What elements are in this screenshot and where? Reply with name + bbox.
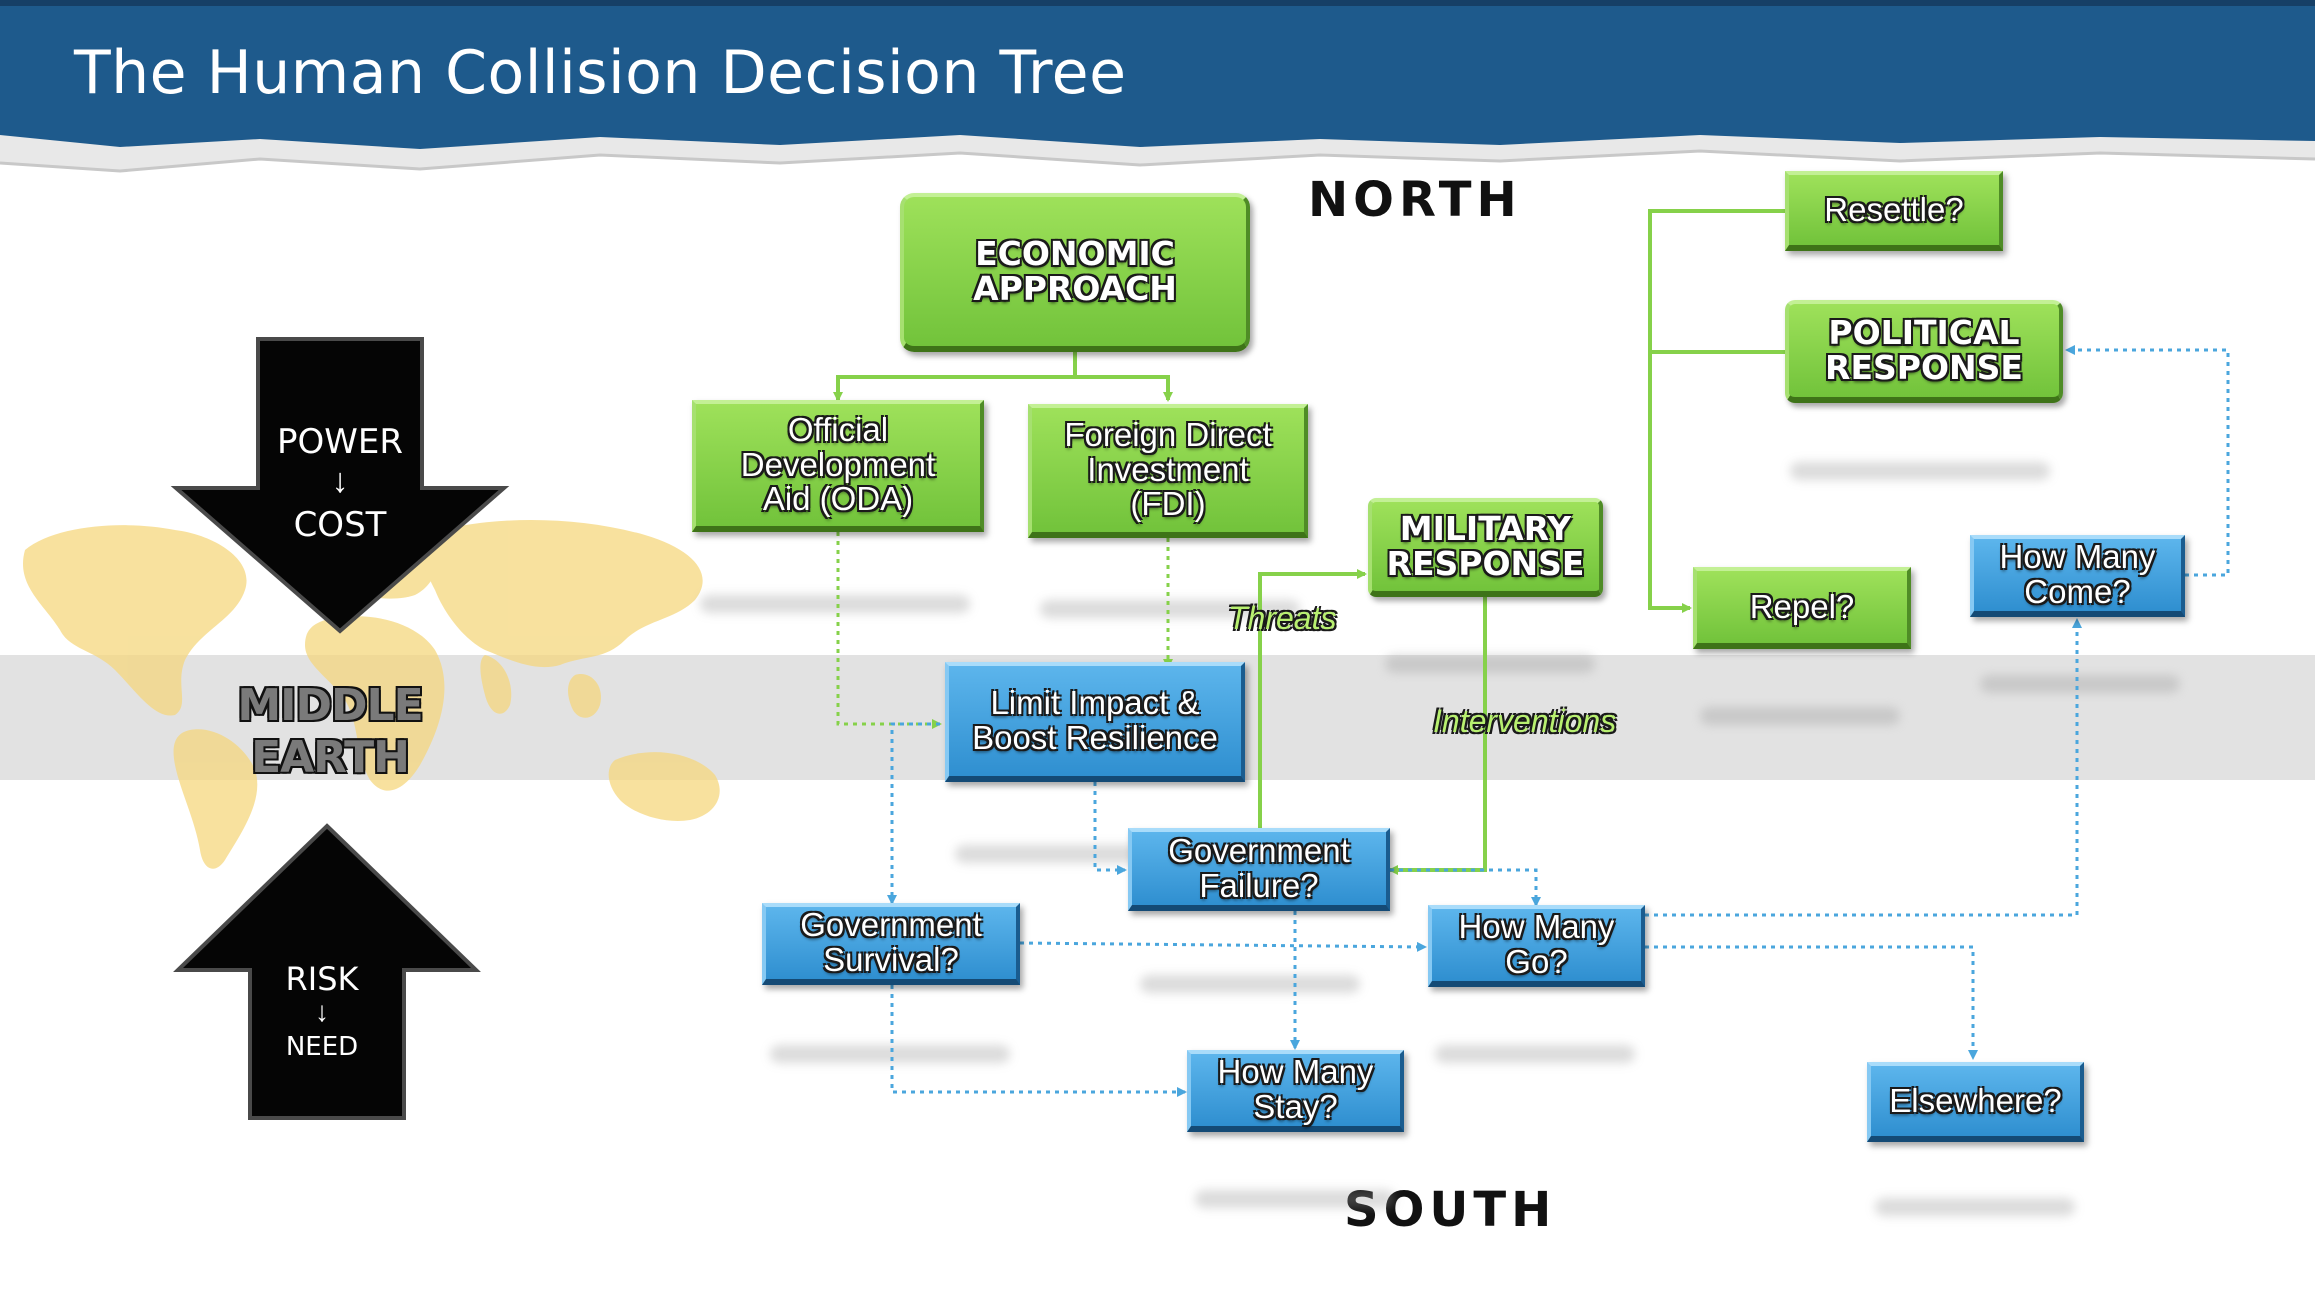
edge-interventions bbox=[1388, 597, 1487, 875]
edge-economic-fdi bbox=[1075, 375, 1173, 402]
blurred-reflection bbox=[1195, 1190, 1395, 1208]
limit-impact-node[interactable]: Limit Impact & Boost Resilience bbox=[945, 662, 1245, 782]
power-cost-down-arrow bbox=[170, 337, 510, 634]
edge-limit-survival bbox=[887, 722, 940, 905]
government-failure-node[interactable]: Government Failure? bbox=[1128, 828, 1390, 911]
military-response-node[interactable]: MILITARY RESPONSE bbox=[1368, 498, 1603, 597]
edge-economic-oda bbox=[833, 352, 1077, 402]
political-response-node[interactable]: POLITICAL RESPONSE bbox=[1785, 300, 2063, 403]
economic-approach-node[interactable]: ECONOMIC APPROACH bbox=[900, 193, 1250, 352]
world-map-silhouette bbox=[23, 520, 720, 869]
blurred-reflection bbox=[1980, 675, 2180, 693]
how-many-stay-node[interactable]: How Many Stay? bbox=[1187, 1050, 1404, 1132]
power-label: POWER bbox=[277, 422, 403, 462]
risk-need-up-arrow bbox=[173, 823, 481, 1120]
small-down-arrow-icon: ↓ bbox=[315, 996, 329, 1027]
edge-oda-limit bbox=[836, 532, 942, 729]
edge-survival-stay bbox=[890, 985, 1187, 1097]
blurred-reflection bbox=[770, 1045, 1010, 1063]
edge-threats bbox=[1258, 569, 1367, 832]
edge-go-elsewhere bbox=[1645, 945, 1978, 1060]
down-arrow-icon: ↓ bbox=[331, 462, 349, 500]
blurred-reflection bbox=[1140, 975, 1360, 993]
blurred-reflection bbox=[1040, 600, 1300, 618]
slide-title: The Human Collision Decision Tree bbox=[74, 38, 1127, 108]
middle-earth-label: MIDDLE EARTH bbox=[237, 680, 423, 783]
blurred-reflection bbox=[955, 845, 1145, 863]
edge-political-resettle bbox=[1648, 209, 1785, 354]
fdi-node[interactable]: Foreign Direct Investment (FDI) bbox=[1028, 404, 1308, 538]
edge-limit-failure bbox=[1093, 782, 1127, 875]
threats-label: Threats bbox=[1228, 600, 1337, 636]
south-label: SOUTH bbox=[1344, 1182, 1557, 1238]
blurred-reflection bbox=[1790, 462, 2050, 480]
north-label: NORTH bbox=[1308, 172, 1522, 228]
resettle-node[interactable]: Resettle? bbox=[1785, 171, 2003, 251]
need-label: NEED bbox=[285, 1032, 359, 1062]
edge-political-repel bbox=[1648, 352, 1692, 613]
blurred-reflection bbox=[1435, 1045, 1635, 1063]
edge-failure-go bbox=[1390, 868, 1541, 907]
torn-paper-edge bbox=[0, 125, 2315, 173]
blurred-reflection bbox=[1875, 1198, 2075, 1216]
how-many-come-node[interactable]: How Many Come? bbox=[1970, 535, 2185, 617]
edge-survival-go bbox=[1019, 941, 1427, 952]
repel-node[interactable]: Repel? bbox=[1693, 567, 1911, 649]
edge-come-political bbox=[2065, 345, 2230, 577]
title-bar-stripe bbox=[0, 0, 2315, 6]
how-many-go-node[interactable]: How Many Go? bbox=[1428, 905, 1645, 987]
oda-node[interactable]: Official Development Aid (ODA) bbox=[692, 400, 984, 532]
cost-label: COST bbox=[293, 505, 387, 545]
blurred-reflection bbox=[1385, 655, 1595, 673]
blurred-reflection bbox=[1700, 707, 1900, 725]
elsewhere-node[interactable]: Elsewhere? bbox=[1867, 1062, 2084, 1142]
government-survival-node[interactable]: Government Survival? bbox=[762, 903, 1020, 985]
interventions-label: Interventions bbox=[1433, 703, 1617, 739]
risk-label: RISK bbox=[285, 960, 359, 998]
blurred-reflection bbox=[700, 595, 970, 613]
edge-go-come bbox=[1645, 618, 2082, 917]
